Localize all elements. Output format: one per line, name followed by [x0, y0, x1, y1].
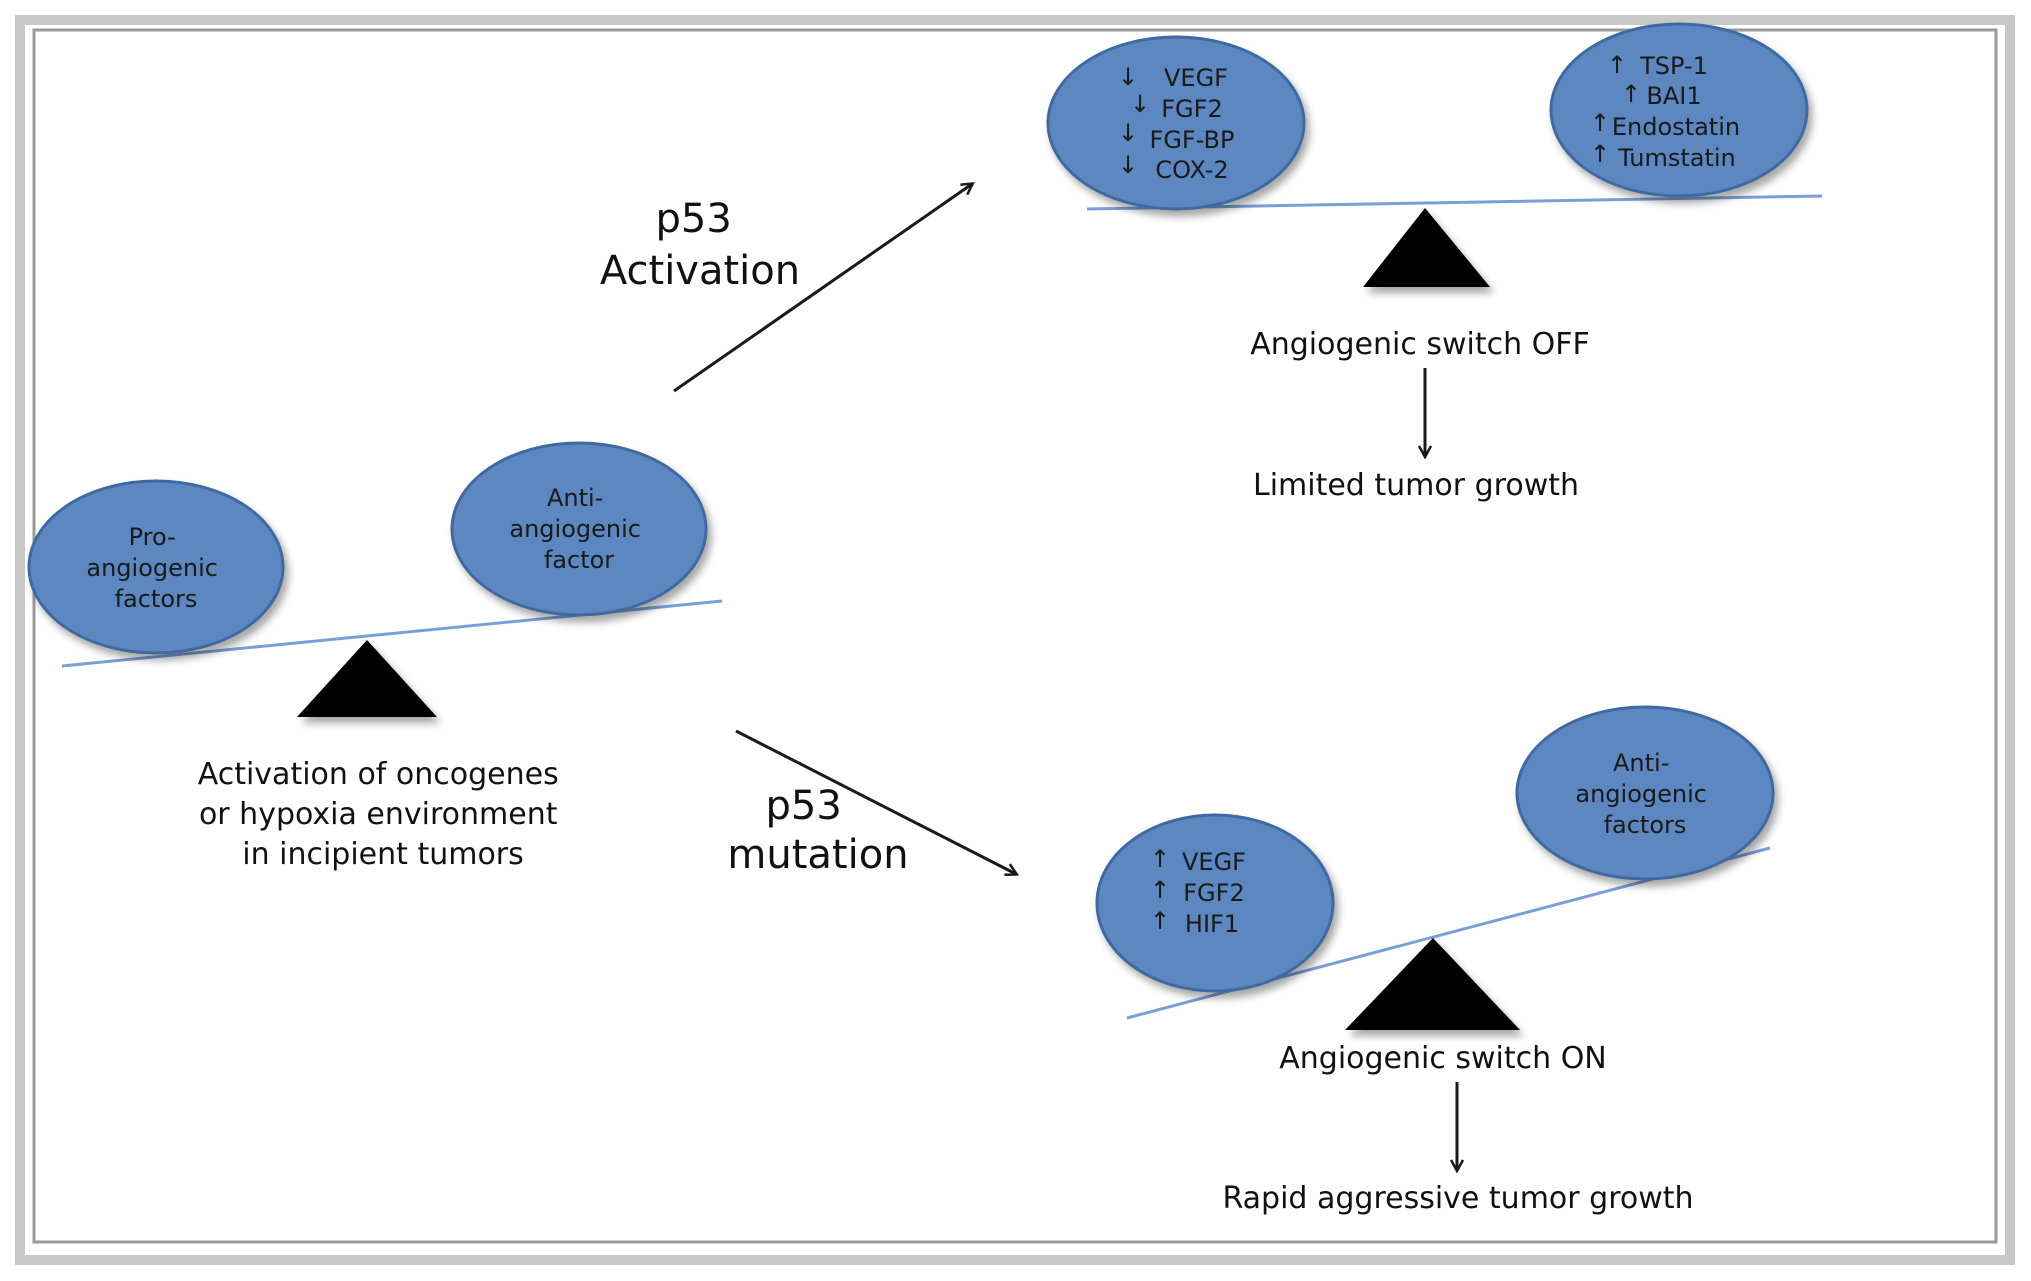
- anti-angiogenic-mutation-ellipse: [1515, 705, 1775, 881]
- factor-item: FGF2: [1161, 95, 1222, 123]
- factor-item: HIF1: [1185, 910, 1239, 938]
- down-arrow-icon: ↓: [1130, 90, 1150, 118]
- factor-item: Endostatin: [1612, 113, 1740, 141]
- rapid-growth-label: Rapid aggressive tumor growth: [1222, 1181, 1693, 1216]
- factor-item: COX-2: [1155, 156, 1228, 184]
- downregulated-factors-list: ↓ VEGF ↓ FGF2 ↓ FGF-BP ↓ COX-2: [1118, 63, 1234, 184]
- up-arrow-icon: ↑: [1607, 51, 1627, 79]
- up-arrow-icon: ↑: [1150, 876, 1170, 904]
- upregulated-factors-ellipse: [1549, 22, 1809, 198]
- pro-angiogenic-ellipse: [27, 479, 285, 655]
- factor-item: VEGF: [1182, 848, 1246, 876]
- pro-angiogenic-label: Pro- angiogenic factors: [86, 523, 225, 613]
- factor-item: FGF-BP: [1150, 126, 1235, 154]
- down-arrow-icon: ↓: [1118, 151, 1138, 179]
- switch-off-label: Angiogenic switch OFF: [1250, 327, 1590, 362]
- factor-item: Tumstatin: [1617, 144, 1736, 172]
- upregulated-mutation-list: ↑ VEGF ↑ FGF2 ↑ HIF1: [1150, 845, 1246, 938]
- anti-angiogenic-label: Anti- angiogenic factor: [509, 484, 648, 574]
- p53-activation-label: p53 Activation: [600, 196, 800, 294]
- inner-frame: [32, 28, 1998, 1244]
- bottom-fulcrum: [1345, 938, 1520, 1030]
- factor-item: TSP-1: [1639, 52, 1708, 80]
- outer-frame: [15, 15, 2015, 1265]
- upregulated-mutation-ellipse: [1095, 813, 1335, 993]
- initial-condition-caption: Activation of oncogenes or hypoxia envir…: [198, 757, 569, 872]
- anti-angiogenic-mutation-label: Anti- angiogenic factors: [1575, 749, 1714, 839]
- up-arrow-icon: ↑: [1150, 845, 1170, 873]
- down-arrow-icon: ↓: [1118, 119, 1138, 147]
- switch-on-label: Angiogenic switch ON: [1279, 1041, 1607, 1076]
- left-fulcrum: [297, 640, 437, 717]
- activation-arrow: [673, 184, 972, 393]
- factor-item: FGF2: [1183, 879, 1244, 907]
- mutation-arrow: [735, 729, 1016, 874]
- up-arrow-icon: ↑: [1590, 109, 1610, 137]
- top-fulcrum: [1363, 208, 1490, 287]
- factor-item: VEGF: [1164, 64, 1228, 92]
- anti-angiogenic-ellipse: [450, 441, 708, 617]
- down-arrow-icon: ↓: [1118, 63, 1138, 91]
- upregulated-factors-list: ↑ TSP-1 ↑ BAI1 ↑ Endostatin ↑ Tumstatin: [1590, 51, 1740, 172]
- factor-item: BAI1: [1646, 82, 1701, 110]
- up-arrow-icon: ↑: [1150, 907, 1170, 935]
- up-arrow-icon: ↑: [1621, 80, 1641, 108]
- up-arrow-icon: ↑: [1590, 140, 1610, 168]
- p53-mutation-label: p53 mutation: [727, 783, 908, 878]
- limited-growth-label: Limited tumor growth: [1253, 468, 1579, 503]
- downregulated-factors-ellipse: [1046, 35, 1306, 211]
